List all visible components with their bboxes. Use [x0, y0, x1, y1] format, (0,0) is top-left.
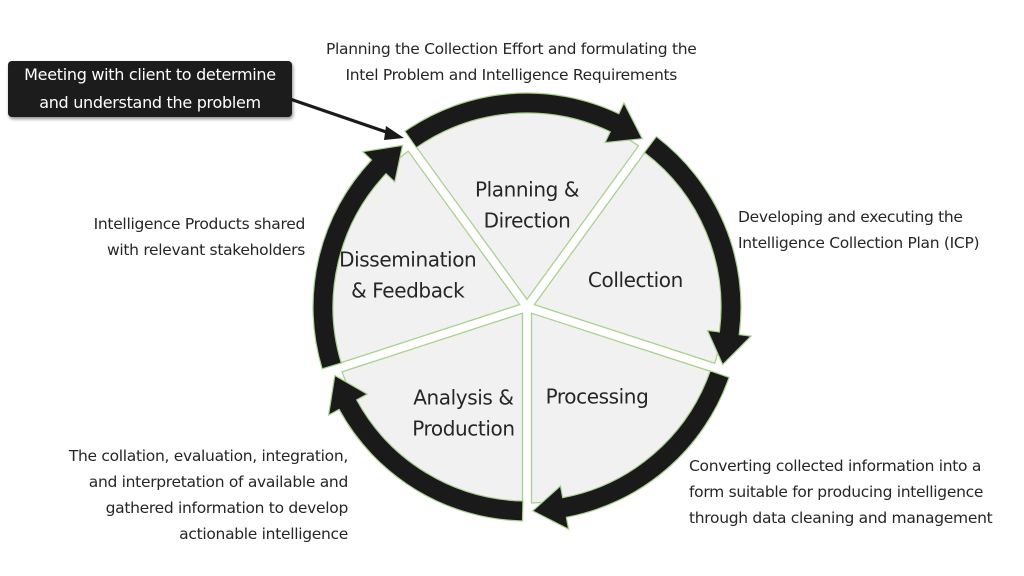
arrow-planning — [404, 92, 644, 149]
collection-description-line: Developing and executing the — [738, 208, 963, 226]
processing-description-line: Converting collected information into a — [689, 457, 982, 475]
callout-pointer-arrow — [289, 97, 404, 140]
arrow-analysis — [327, 374, 524, 522]
collection-description: Developing and executing the Intelligenc… — [738, 204, 980, 256]
collection-description-line: Intelligence Collection Plan (ICP) — [738, 234, 980, 252]
segment-label-processing: Processing — [546, 385, 649, 409]
segment-label-dissemination: Dissemination — [339, 248, 476, 272]
dissemination-description: Intelligence Products shared with releva… — [93, 211, 306, 263]
segment-label-planning: Planning & — [475, 178, 579, 202]
arrow-processing — [531, 370, 730, 531]
analysis-description-line: gathered information to develop — [105, 499, 349, 517]
callout-box: Meeting with client to determine and und… — [8, 61, 292, 117]
processing-description: Converting collected information into a … — [689, 453, 993, 531]
arrow-collection — [643, 135, 753, 366]
analysis-description-line: actionable intelligence — [179, 525, 348, 543]
dissemination-description-line: with relevant stakeholders — [107, 241, 305, 259]
analysis-description-line: and interpretation of available and — [88, 473, 349, 491]
processing-description-line: through data cleaning and management — [689, 509, 993, 527]
analysis-description-line: The collation, evaluation, integration, — [68, 447, 348, 465]
segment-label-analysis: Analysis & — [413, 385, 513, 409]
segment-label-planning: Direction — [484, 209, 571, 233]
callout-line-2: and understand the problem — [39, 93, 261, 112]
planning-description-line: Intel Problem and Intelligence Requireme… — [345, 66, 678, 84]
planning-description: Planning the Collection Effort and formu… — [326, 36, 697, 88]
segment-label-analysis: Production — [412, 416, 514, 440]
processing-description-line: form suitable for producing intelligence — [689, 483, 984, 501]
segment-label-dissemination: & Feedback — [351, 279, 465, 303]
cycle-segments — [330, 110, 724, 504]
arrow-dissemination — [312, 144, 404, 370]
dissemination-description-line: Intelligence Products shared — [93, 215, 306, 233]
callout-line-1: Meeting with client to determine — [24, 65, 276, 84]
segment-label-collection: Collection — [588, 268, 683, 292]
cycle-arrows — [312, 92, 753, 531]
planning-description-line: Planning the Collection Effort and formu… — [326, 40, 697, 58]
analysis-description: The collation, evaluation, integration, … — [69, 443, 348, 547]
